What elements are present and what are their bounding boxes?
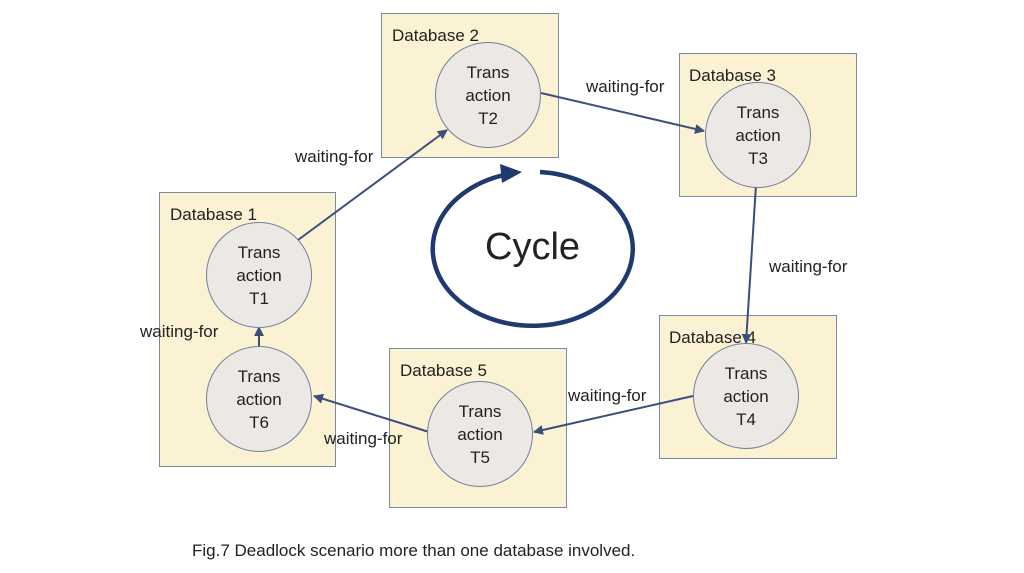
transaction-t5: Trans action T5 <box>427 381 533 487</box>
arrow-t1-to-t2 <box>297 129 448 241</box>
database-2-label: Database 2 <box>392 26 479 45</box>
edge-label-t2-t3: waiting-for <box>586 77 665 96</box>
database-1-label: Database 1 <box>170 205 257 224</box>
cycle-ring <box>430 169 635 329</box>
transaction-t3: Trans action T3 <box>705 82 811 188</box>
arrow-t4-to-t5 <box>533 395 694 435</box>
transaction-t4: Trans action T4 <box>693 343 799 449</box>
cycle-arrowhead <box>500 164 522 183</box>
arrow-t5-to-t6 <box>313 393 430 433</box>
database-4-label: Database 4 <box>669 328 756 347</box>
edge-label-t1-t2: waiting-for <box>295 147 374 166</box>
edge-label-t5-t6: waiting-for <box>324 429 403 448</box>
transaction-t3-line2: action <box>735 125 781 145</box>
figure-caption: Fig.7 Deadlock scenario more than one da… <box>192 541 636 560</box>
transaction-t2-line3: T2 <box>478 108 498 128</box>
transaction-t2: Trans action T2 <box>435 42 541 148</box>
transaction-t6-line1: Trans <box>237 366 281 386</box>
arrow-t2-to-t3 <box>540 92 705 134</box>
transaction-t1: Trans action T1 <box>206 222 312 328</box>
transaction-t2-line2: action <box>465 85 511 105</box>
edge-label-t4-t5: waiting-for <box>568 386 647 405</box>
transaction-t4-line3: T4 <box>736 409 756 429</box>
transaction-t4-line1: Trans <box>724 363 768 383</box>
database-3-label: Database 3 <box>689 66 776 85</box>
transaction-t5-line2: action <box>457 424 503 444</box>
transaction-t1-line3: T1 <box>249 288 269 308</box>
transaction-t5-line3: T5 <box>470 447 490 467</box>
transaction-t2-line1: Trans <box>466 62 510 82</box>
transaction-t4-line2: action <box>723 386 769 406</box>
transaction-t6: Trans action T6 <box>206 346 312 452</box>
edge-label-t6-t1: waiting-for <box>140 322 219 341</box>
transaction-t3-line1: Trans <box>736 102 780 122</box>
transaction-t5-line1: Trans <box>458 401 502 421</box>
database-5-label: Database 5 <box>400 361 487 380</box>
arrow-t3-to-t4 <box>741 184 757 344</box>
edge-label-t3-t4: waiting-for <box>769 257 848 276</box>
transaction-t6-line2: action <box>236 389 282 409</box>
cycle-label: Cycle <box>485 226 581 268</box>
transaction-t6-line3: T6 <box>249 412 269 432</box>
transaction-t3-line3: T3 <box>748 148 768 168</box>
transaction-t1-line2: action <box>236 265 282 285</box>
transaction-t1-line1: Trans <box>237 242 281 262</box>
